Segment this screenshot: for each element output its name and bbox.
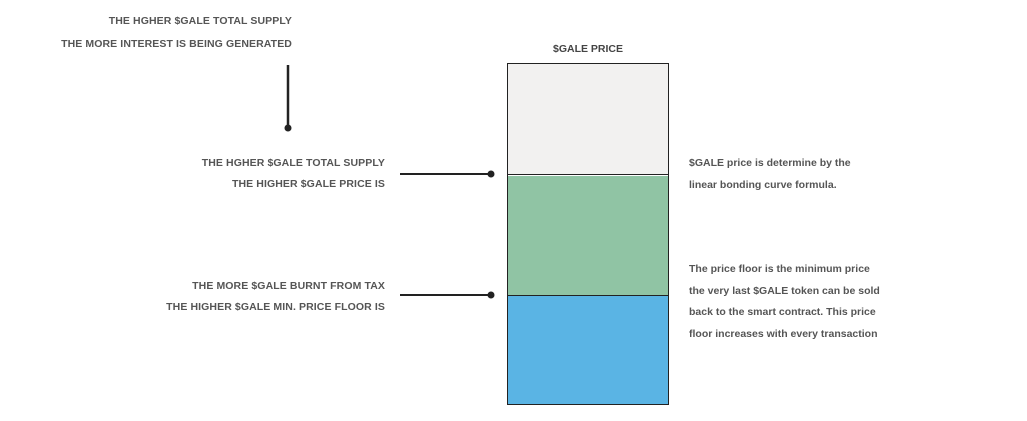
price-column-floor-segment <box>508 296 668 404</box>
price-column <box>507 63 669 405</box>
floor-description-line3: back to the smart contract. This price <box>689 306 876 318</box>
supply-label: THE HGHER $GALE TOTAL SUPPLY THE HIGHER … <box>202 157 385 191</box>
floor-description-line2: the very last $GALE token can be sold <box>689 284 880 297</box>
floor-description-line1: The price floor is the minimum price <box>689 263 870 275</box>
supply-label-line2: THE HIGHER $GALE PRICE IS <box>231 178 385 190</box>
price-description: $GALE price is determine by the linear b… <box>689 153 851 196</box>
supply-label-line1: THE HGHER $GALE TOTAL SUPPLY <box>201 157 385 169</box>
top-note-line2: THE MORE INTEREST IS BEING GENERATED <box>61 38 292 50</box>
burn-label-line1: THE MORE $GALE BURNT FROM TAX <box>192 280 385 292</box>
burn-connector-dot <box>487 291 495 299</box>
supply-connector-dot <box>487 170 495 178</box>
price-description-line2: linear bonding curve formula. <box>689 178 837 191</box>
floor-description-line4: floor increases with every transaction <box>689 327 878 340</box>
burn-label-line2: THE HIGHER $GALE MIN. PRICE FLOOR IS <box>166 301 385 313</box>
top-note-line1: THE HGHER $GALE TOTAL SUPPLY <box>108 15 292 27</box>
burn-label: THE MORE $GALE BURNT FROM TAX THE HIGHER… <box>166 280 385 314</box>
price-column-upper-segment <box>508 64 668 175</box>
price-description-line1: $GALE price is determine by the <box>689 157 851 169</box>
floor-description: The price floor is the minimum price the… <box>689 259 880 345</box>
vertical-connector-dot <box>284 124 292 132</box>
price-column-price-segment <box>508 175 668 296</box>
price-column-title: $GALE PRICE <box>552 43 623 55</box>
